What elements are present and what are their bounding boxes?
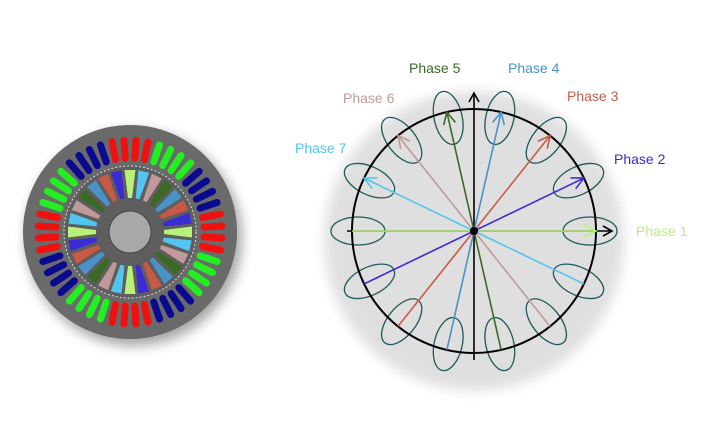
rotor-slot xyxy=(159,200,189,220)
stator-slot xyxy=(108,138,120,163)
stator-slot xyxy=(200,233,226,242)
phase-7-label: Phase 7 xyxy=(295,140,347,156)
stator-slot xyxy=(192,187,217,203)
rotor-slot xyxy=(98,173,118,203)
rotor-slot xyxy=(68,226,96,238)
stator-slot xyxy=(200,222,226,231)
rotor-slot xyxy=(164,226,192,238)
stator-slot xyxy=(182,277,203,297)
rotor-slot xyxy=(135,264,150,294)
stator-slot xyxy=(34,222,60,231)
rotor-slot xyxy=(155,189,182,213)
stator-slot xyxy=(120,302,129,328)
rotor-slot xyxy=(159,244,189,264)
stator-slot xyxy=(199,210,224,222)
stator-slot xyxy=(150,298,164,323)
rotor-slot xyxy=(110,264,125,294)
phasor-arrowhead-1 xyxy=(583,224,598,238)
stator-slot xyxy=(188,269,210,287)
stator-slot xyxy=(175,284,195,305)
origin-dot xyxy=(470,227,478,235)
phasor-arrowhead-6 xyxy=(396,134,411,149)
rotor-slot xyxy=(71,200,101,220)
phasor-arrowhead-2 xyxy=(570,177,586,190)
stator-slot xyxy=(131,136,140,162)
rotor-slot xyxy=(124,170,136,198)
stator-slot xyxy=(85,145,101,170)
stator-slot xyxy=(159,294,175,319)
rotor-slot xyxy=(87,257,111,284)
rotor-slot xyxy=(68,212,98,227)
rotor-slot xyxy=(124,266,136,294)
stator-slot xyxy=(34,233,60,242)
stator-slot xyxy=(36,242,61,254)
stator-slot xyxy=(175,159,195,180)
stator-slot xyxy=(43,261,68,277)
stator-slot xyxy=(65,284,85,305)
rotor-slot xyxy=(149,180,173,207)
stator-slot xyxy=(36,210,61,222)
rotor-slot xyxy=(71,244,101,264)
stator-slot xyxy=(188,177,210,195)
shaft xyxy=(108,210,152,254)
stator-slot xyxy=(150,141,164,166)
stator-slot xyxy=(199,242,224,254)
stator-slot xyxy=(108,301,120,326)
stator-slot xyxy=(196,198,221,212)
stator-slot xyxy=(50,177,72,195)
phase-1-label: Phase 1 xyxy=(636,223,688,239)
phase-5-label: Phase 5 xyxy=(409,60,461,76)
phasor-arrowhead-3 xyxy=(537,134,552,149)
rotor-slot xyxy=(142,261,162,291)
stator-slot xyxy=(96,298,110,323)
rotor-slot xyxy=(110,170,125,200)
phase-2-label: Phase 2 xyxy=(614,151,666,167)
stator-slot xyxy=(50,269,72,287)
phase-6-label: Phase 6 xyxy=(343,90,395,106)
stator-slot xyxy=(159,145,175,170)
rotor-slot xyxy=(142,173,162,203)
stator-slot xyxy=(96,141,110,166)
stator-slot xyxy=(75,290,93,312)
stator-slot xyxy=(167,290,185,312)
rotor-slot xyxy=(149,257,173,284)
stator-slot xyxy=(39,252,64,266)
rotor-slot xyxy=(68,237,98,252)
rotor-slot xyxy=(87,180,111,207)
rotor-slot xyxy=(162,237,192,252)
phasor-arrowhead-7 xyxy=(362,177,378,190)
stator-slot xyxy=(182,167,203,187)
rotor-slot xyxy=(98,261,118,291)
rotor-slot xyxy=(78,251,105,275)
rotor-slot xyxy=(78,189,105,213)
stator-slot xyxy=(192,261,217,277)
rotor-slot xyxy=(135,170,150,200)
stator-slot xyxy=(131,302,140,328)
phasor-arrowhead-4 xyxy=(492,110,506,126)
phase-4-label: Phase 4 xyxy=(508,60,560,76)
phasor-diagram: Phase 1 Phase 2 Phase 3 Phase 4 Phase 5 Phase… xyxy=(295,60,688,391)
stator-slot xyxy=(39,198,64,212)
stator-slot xyxy=(120,136,129,162)
rotor-slot xyxy=(155,251,182,275)
stator-slot xyxy=(57,277,78,297)
stator-slot xyxy=(140,138,152,163)
rotor-slot xyxy=(162,212,192,227)
stator-slot xyxy=(85,294,101,319)
stator-slot xyxy=(75,152,93,174)
motor-cross-section xyxy=(23,125,242,346)
phasor-arrowhead-5 xyxy=(442,110,456,126)
stator-slot xyxy=(196,252,221,266)
stator-slot xyxy=(65,159,85,180)
phase-3-label: Phase 3 xyxy=(567,88,619,104)
stator-slot xyxy=(140,301,152,326)
stator-slot xyxy=(43,187,68,203)
stator-slot xyxy=(57,167,78,187)
stator-slot xyxy=(167,152,185,174)
